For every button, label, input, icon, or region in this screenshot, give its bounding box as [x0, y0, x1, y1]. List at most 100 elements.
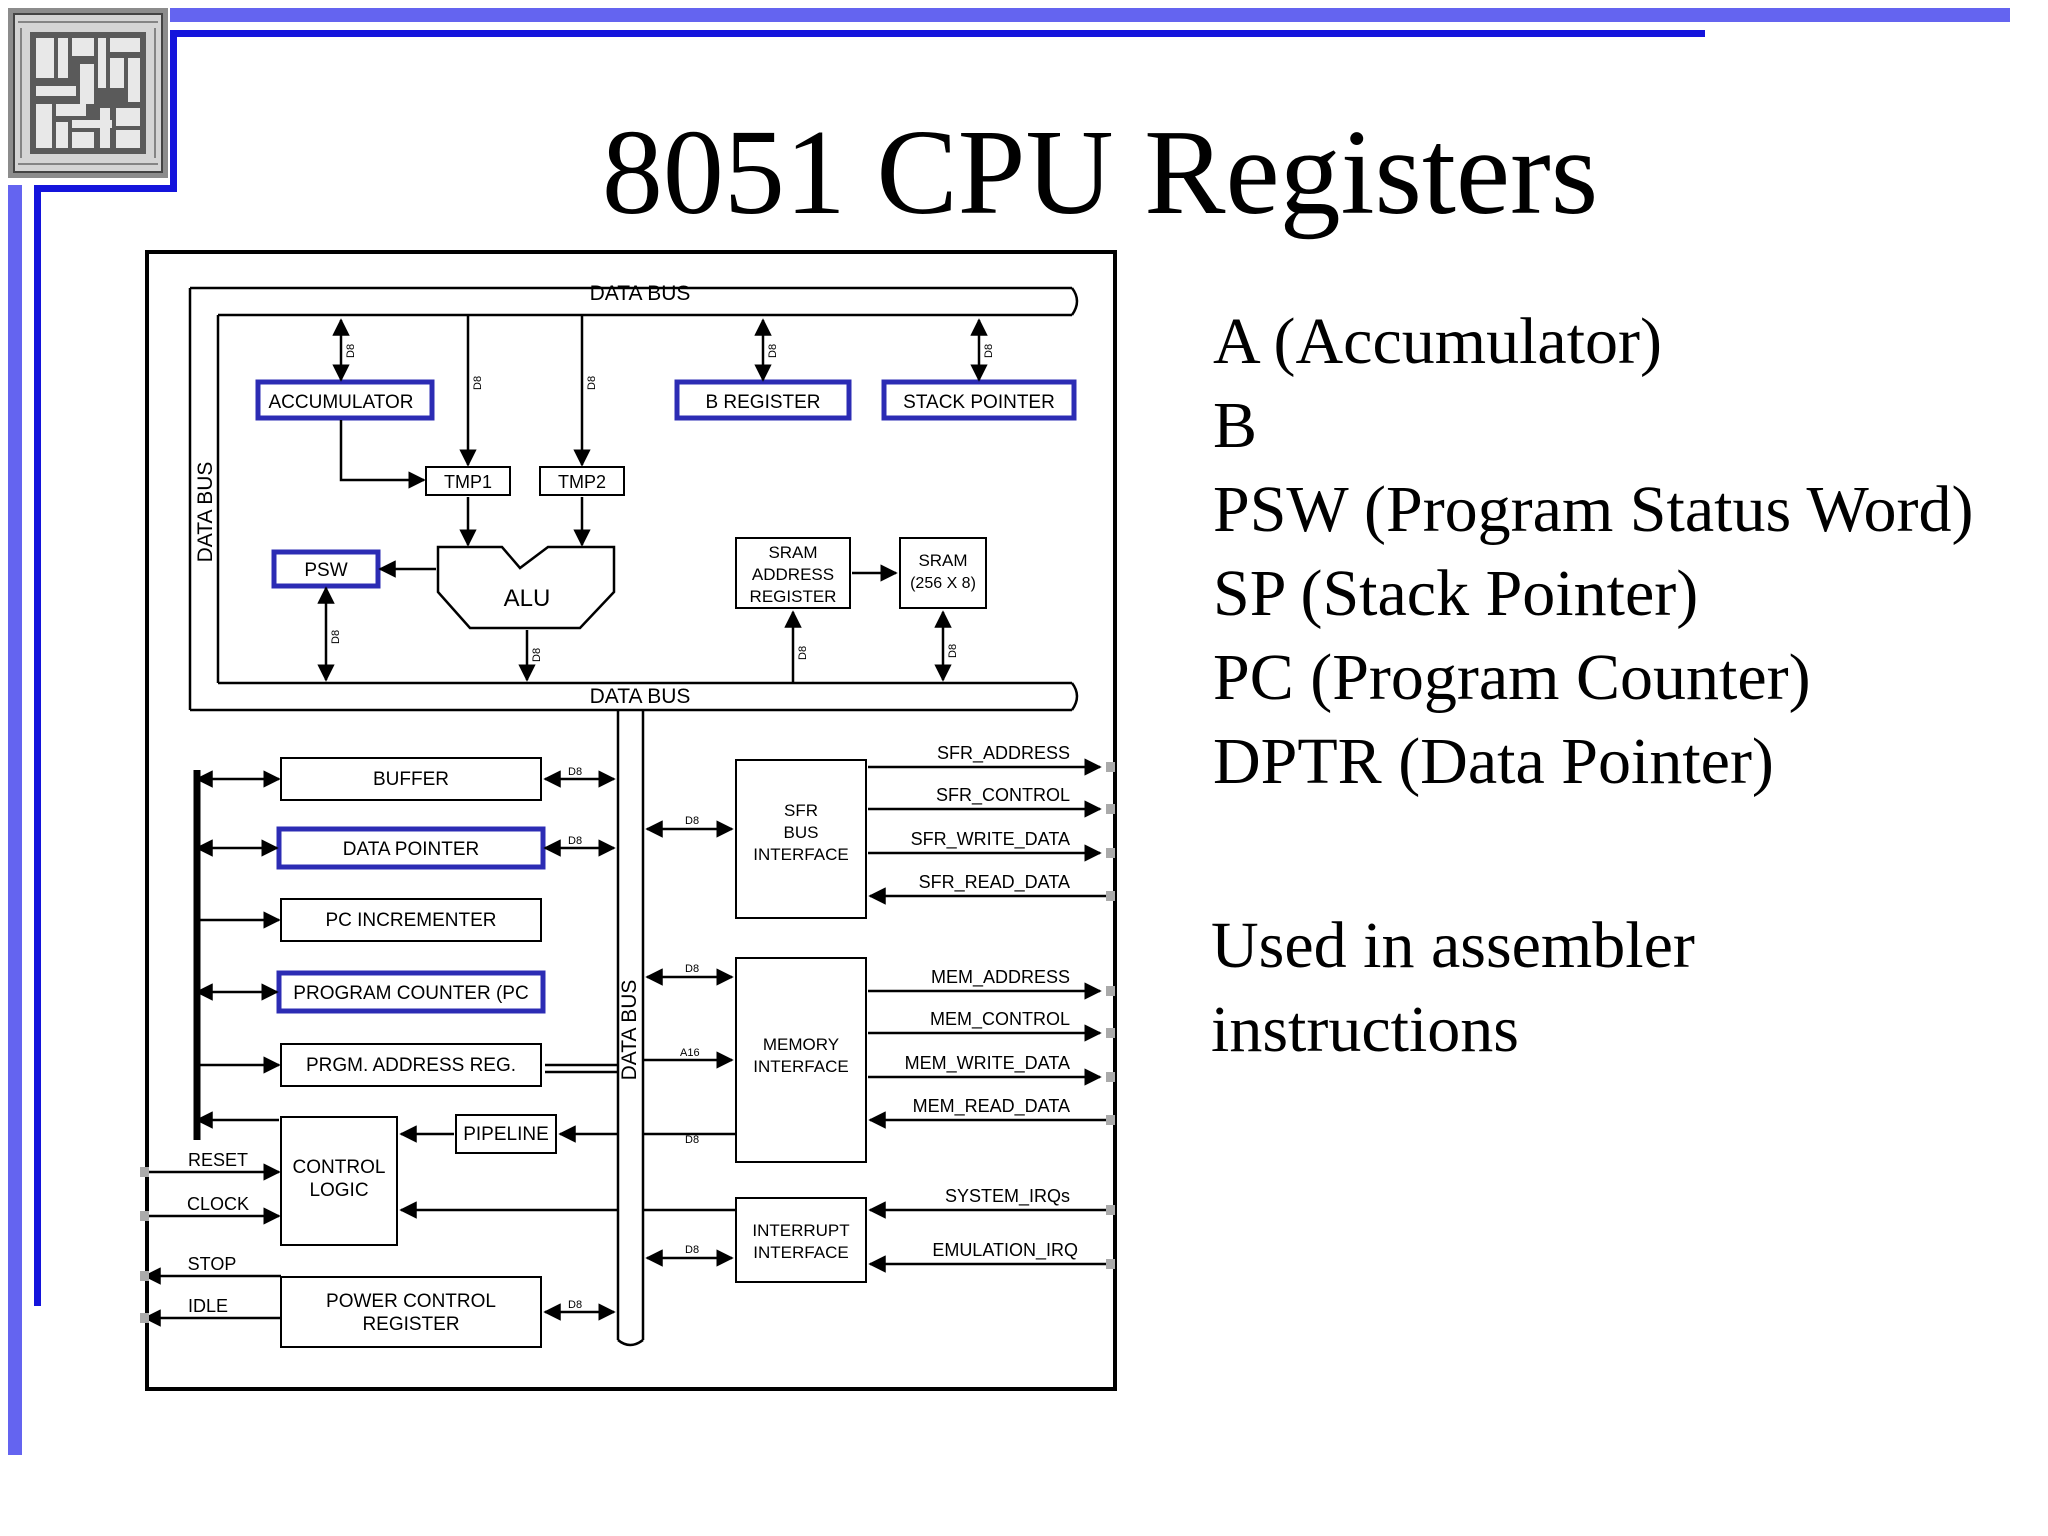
pc-incrementer-label: PC INCREMENTER — [325, 910, 496, 931]
emulation-irq-signal: EMULATION_IRQ — [932, 1240, 1078, 1261]
tmp1-label: TMP1 — [444, 472, 492, 492]
accumulator-label: ACCUMULATOR — [269, 392, 414, 413]
pc-incrementer-block — [280, 898, 542, 942]
addr-width-label: A16 — [680, 1047, 700, 1059]
bus-width-label: D8 — [330, 630, 342, 644]
prgm-address-reg-label: PRGM. ADDRESS REG. — [306, 1055, 516, 1076]
upper-connectors — [317, 315, 988, 683]
sfr-control-signal: SFR_CONTROL — [936, 785, 1070, 806]
sfr-bus-interface-block — [735, 759, 867, 919]
accumulator-register — [255, 379, 435, 421]
data-bus-label-bottom: DATA BUS — [590, 685, 691, 708]
pin-stub — [1106, 1115, 1115, 1125]
logo-corner-line-v — [170, 30, 177, 188]
idle-signal-label: IDLE — [188, 1296, 228, 1316]
memory-interface-block — [735, 957, 867, 1163]
usage-note: Used in assembler instructions — [1211, 904, 1831, 1072]
interrupt-interface-label-2: INTERFACE — [753, 1243, 848, 1262]
left-accent-line-dark — [34, 188, 41, 1306]
bus-width-label: D8 — [685, 1134, 699, 1146]
data-pointer-label: DATA POINTER — [343, 839, 480, 860]
tmp2-label: TMP2 — [558, 472, 606, 492]
pipeline-label: PIPELINE — [463, 1124, 549, 1145]
top-accent-bar — [170, 8, 2010, 22]
power-control-label-1: POWER CONTROL — [326, 1291, 496, 1312]
pin-stub — [1106, 1028, 1115, 1038]
register-item-psw: PSW (Program Status Word) — [1213, 473, 1974, 546]
program-counter-register — [276, 970, 546, 1014]
mem-control-signal: MEM_CONTROL — [930, 1009, 1070, 1030]
external-right-signals — [868, 758, 1108, 1273]
top-accent-line-dark — [170, 30, 1705, 37]
sfr-read-data-signal: SFR_READ_DATA — [919, 872, 1070, 893]
pin-stub — [1106, 848, 1115, 858]
pin-stub — [140, 1211, 149, 1221]
register-item-dptr: DPTR (Data Pointer) — [1213, 725, 1774, 798]
data-bus-label-vertical: DATA BUS — [618, 980, 641, 1081]
usage-note-line-1: Used in assembler — [1211, 909, 1695, 982]
power-control-register — [280, 1276, 542, 1348]
b-register — [674, 379, 852, 421]
diagram-frame — [145, 250, 1117, 1391]
data-bus-label-top: DATA BUS — [590, 282, 691, 305]
pipeline-block — [455, 1114, 557, 1154]
bus-width-label: D8 — [568, 766, 582, 778]
bus-width-label: D8 — [685, 815, 699, 827]
bus-width-label: D8 — [685, 1244, 699, 1256]
register-item-a: A (Accumulator) — [1213, 305, 1663, 378]
mem-address-signal: MEM_ADDRESS — [931, 967, 1070, 988]
bus-width-label: D8 — [568, 835, 582, 847]
pin-stub — [1106, 1205, 1115, 1215]
alu-block — [436, 545, 616, 630]
psw-register — [271, 549, 381, 589]
pin-stub — [1106, 986, 1115, 996]
program-counter-label: PROGRAM COUNTER (PC — [293, 983, 528, 1004]
sram-address-register-label-2: ADDRESS — [752, 565, 834, 584]
data-bus-label-left: DATA BUS — [194, 462, 217, 563]
register-list: A (Accumulator) B PSW (Program Status Wo… — [1213, 300, 1973, 804]
sfr-bus-interface-label-1: SFR — [784, 801, 818, 820]
register-item-pc: PC (Program Counter) — [1213, 641, 1811, 714]
bus-width-label: D8 — [983, 344, 995, 358]
interrupt-interface-block — [735, 1197, 867, 1283]
sram-address-register — [735, 537, 851, 609]
b-register-label: B REGISTER — [705, 392, 820, 413]
usage-note-line-2: instructions — [1211, 993, 1519, 1066]
pin-stub — [1106, 1072, 1115, 1082]
pin-stub — [1106, 1259, 1115, 1269]
memory-interface-label-2: INTERFACE — [753, 1057, 848, 1076]
lower-left-bus-connectors — [399, 770, 618, 1321]
stop-signal-label: STOP — [188, 1254, 237, 1274]
mem-read-data-signal: MEM_READ_DATA — [913, 1096, 1070, 1117]
stack-pointer-register — [881, 379, 1077, 421]
bus-width-label: D8 — [947, 644, 959, 658]
chip-die-logo — [8, 8, 168, 178]
buffer-label: BUFFER — [373, 769, 449, 790]
bus-width-label: D8 — [797, 646, 809, 660]
pin-stub — [140, 1167, 149, 1177]
tmp2-register — [539, 466, 625, 496]
mem-write-data-signal: MEM_WRITE_DATA — [905, 1053, 1070, 1074]
interface-bus-connectors — [643, 820, 736, 1267]
interrupt-interface-label-1: INTERRUPT — [752, 1221, 849, 1240]
control-logic-block — [280, 1116, 398, 1246]
bus-width-label: D8 — [767, 344, 779, 358]
register-item-b: B — [1213, 389, 1258, 462]
pin-stub — [1106, 891, 1115, 901]
sfr-address-signal: SFR_ADDRESS — [937, 743, 1070, 764]
control-logic-label-1: CONTROL — [293, 1157, 386, 1178]
sram-label-2: (256 X 8) — [910, 575, 976, 592]
buffer-register — [280, 757, 542, 801]
alu-label: ALU — [504, 585, 551, 612]
cpu-block-diagram: DATA BUS DATA BUS DATA BUS DATA BUS ACCU… — [140, 250, 1117, 1391]
logo-corner-line-h — [34, 185, 177, 192]
memory-interface-label-1: MEMORY — [763, 1035, 839, 1054]
sfr-write-data-signal: SFR_WRITE_DATA — [911, 829, 1070, 850]
sfr-bus-interface-label-3: INTERFACE — [753, 845, 848, 864]
sfr-bus-interface-label-2: BUS — [784, 823, 819, 842]
bus-width-label: D8 — [531, 648, 543, 662]
bus-width-label: D8 — [472, 376, 484, 390]
system-irqs-signal: SYSTEM_IRQs — [945, 1186, 1070, 1207]
stack-pointer-label: STACK POINTER — [903, 392, 1055, 413]
prgm-address-reg-block — [280, 1043, 542, 1087]
